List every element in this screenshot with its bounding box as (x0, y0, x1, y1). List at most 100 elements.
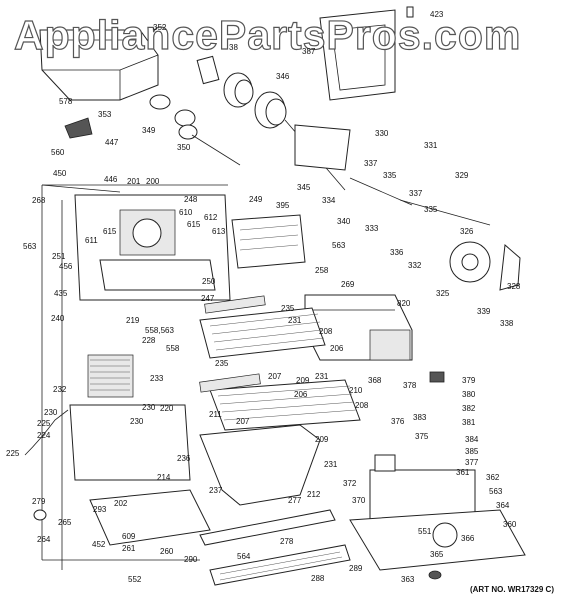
label-378: 378 (403, 381, 417, 390)
evaporator-coils-drawing (87, 354, 134, 398)
label-209b: 209 (315, 435, 329, 444)
label-230a: 230 (142, 403, 156, 412)
label-387: 387 (302, 47, 316, 56)
bracket-447-drawing (64, 117, 93, 139)
art-number: (ART NO. WR17329 C) (469, 585, 554, 594)
label-293: 293 (93, 505, 107, 514)
label-368: 368 (368, 376, 382, 385)
label-264: 264 (37, 535, 51, 544)
label-353: 353 (98, 110, 112, 119)
label-423: 423 (430, 10, 444, 19)
label-384: 384 (465, 435, 479, 444)
label-329: 329 (455, 171, 469, 180)
label-336: 336 (390, 248, 404, 257)
ice-bucket-drawing (39, 29, 171, 110)
label-337b: 337 (409, 189, 423, 198)
label-289: 289 (349, 564, 363, 573)
label-219: 219 (126, 316, 140, 325)
label-258: 258 (315, 266, 329, 275)
label-230c: 230 (130, 417, 144, 426)
label-578: 578 (59, 97, 73, 106)
icemaker-drawing (304, 294, 413, 361)
label-206b: 206 (294, 390, 308, 399)
label-345: 345 (297, 183, 311, 192)
label-609: 609 (122, 532, 136, 541)
label-340: 340 (337, 217, 351, 226)
label-236: 236 (177, 454, 191, 463)
label-201: 201 (127, 177, 141, 186)
label-558b: 558 (166, 344, 180, 353)
label-328: 328 (507, 282, 521, 291)
label-38: 38 (229, 43, 238, 52)
label-208b: 208 (355, 401, 369, 410)
label-360: 360 (503, 520, 517, 529)
grille-drawing (89, 489, 351, 586)
label-366: 366 (461, 534, 475, 543)
label-220: 220 (160, 404, 174, 413)
evaporator-cover-drawing (74, 194, 231, 301)
label-209a: 209 (296, 376, 310, 385)
label-233: 233 (150, 374, 164, 383)
label-338: 338 (500, 319, 514, 328)
label-332: 332 (408, 261, 422, 270)
label-225b: 225 (6, 449, 20, 458)
label-212: 212 (307, 490, 321, 499)
label-820: 820 (397, 299, 411, 308)
label-377: 377 (465, 458, 479, 467)
label-395: 395 (276, 201, 290, 210)
label-558a: 558,563 (145, 326, 174, 335)
label-379: 379 (462, 376, 476, 385)
label-251: 251 (52, 252, 66, 261)
label-447: 447 (105, 138, 119, 147)
label-551: 551 (418, 527, 432, 536)
label-250: 250 (202, 277, 216, 286)
label-248: 248 (184, 195, 198, 204)
label-210: 210 (349, 386, 363, 395)
label-237: 237 (209, 486, 223, 495)
label-364: 364 (496, 501, 510, 510)
label-560: 560 (51, 148, 65, 157)
label-278: 278 (280, 537, 294, 546)
label-279: 279 (32, 497, 46, 506)
label-202: 202 (114, 499, 128, 508)
label-446: 446 (104, 175, 118, 184)
label-363: 363 (401, 575, 415, 584)
label-563b: 563 (23, 242, 37, 251)
label-613: 613 (212, 227, 226, 236)
dispenser-door-drawing (319, 6, 414, 101)
label-268: 268 (32, 196, 46, 205)
label-235a: 235 (281, 304, 295, 313)
label-277: 277 (288, 496, 302, 505)
label-231b: 231 (315, 372, 329, 381)
label-207a: 207 (268, 372, 282, 381)
label-615a: 615 (103, 227, 117, 236)
water-line-drawing (24, 409, 69, 456)
label-228: 228 (142, 336, 156, 345)
label-269: 269 (341, 280, 355, 289)
label-290: 290 (184, 555, 198, 564)
label-224: 224 (37, 431, 51, 440)
shelves-drawing (199, 295, 361, 431)
label-452: 452 (92, 540, 106, 549)
label-385: 385 (465, 447, 479, 456)
label-206a: 206 (330, 344, 344, 353)
label-456: 456 (59, 262, 73, 271)
leveling-leg-drawing (33, 509, 47, 521)
label-231c: 231 (324, 460, 338, 469)
controls-drawing (294, 124, 521, 472)
label-615b: 615 (187, 220, 201, 229)
label-610: 610 (179, 208, 193, 217)
label-249: 249 (249, 195, 263, 204)
label-231a: 231 (288, 316, 302, 325)
auger-parts-drawing (174, 55, 346, 191)
label-612: 612 (204, 213, 218, 222)
label-211: 211 (209, 410, 222, 419)
label-352: 352 (153, 23, 167, 32)
label-552: 552 (128, 575, 142, 584)
cabinet-frame-drawing (41, 184, 228, 570)
label-337a: 337 (364, 159, 378, 168)
label-265: 265 (58, 518, 72, 527)
label-326: 326 (460, 227, 474, 236)
label-235b: 235 (215, 359, 229, 368)
label-349: 349 (142, 126, 156, 135)
